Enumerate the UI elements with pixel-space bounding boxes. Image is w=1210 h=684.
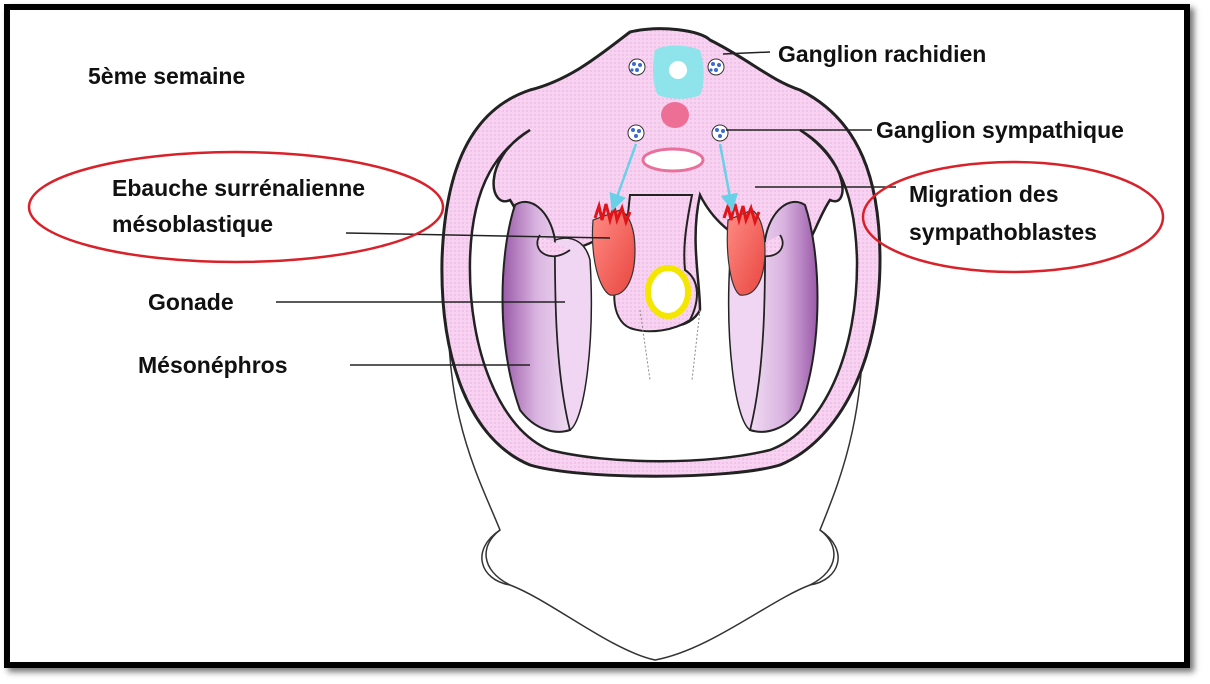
diagram-title: 5ème semaine [88, 62, 245, 90]
label-ganglion-sympathique: Ganglion sympathique [876, 116, 1124, 144]
sympathetic-ganglion-right [712, 125, 728, 141]
label-gonade: Gonade [148, 288, 234, 316]
label-mesonephros: Mésonéphros [138, 351, 288, 379]
gut-lumen [648, 268, 688, 316]
embryo-cross-section [10, 10, 1190, 668]
label-ganglion-rachidien: Ganglion rachidien [778, 40, 986, 68]
highlight-ebauche [29, 152, 443, 262]
highlight-migration [863, 162, 1163, 272]
label-migration-line1: Migration des [909, 180, 1059, 208]
spinal-ganglion-left [629, 59, 645, 75]
diagram-frame: 5ème semaine Ganglion rachidien Ganglion… [4, 4, 1190, 668]
notochord [661, 102, 689, 128]
sympathetic-ganglion-left [628, 125, 644, 141]
neural-canal [669, 61, 687, 79]
label-ebauche-line2: mésoblastique [112, 210, 273, 238]
label-migration-line2: sympathoblastes [909, 218, 1097, 246]
aorta [643, 149, 703, 171]
label-ebauche-line1: Ebauche surrénalienne [112, 174, 365, 202]
spinal-ganglion-right [708, 59, 724, 75]
